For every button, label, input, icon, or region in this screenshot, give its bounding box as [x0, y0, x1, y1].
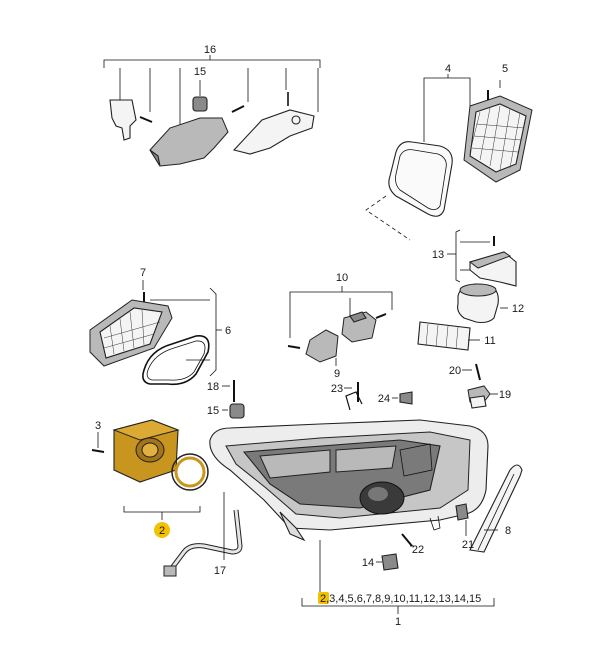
callout-1: 1 — [395, 616, 401, 628]
callout-7: 7 — [140, 267, 146, 279]
callout-21: 21 — [462, 539, 474, 551]
vent-hose-17 — [163, 492, 243, 577]
mesh-grid — [469, 105, 525, 171]
callout-17: 17 — [214, 565, 226, 577]
callout-14: 14 — [362, 557, 374, 569]
cover-group-4 — [365, 74, 533, 241]
callout-12: 12 — [512, 303, 524, 315]
callout-9: 9 — [334, 368, 340, 380]
callout-23: 23 — [331, 383, 343, 395]
callout-8: 8 — [505, 525, 511, 537]
callout-3: 3 — [95, 420, 101, 432]
callout-5: 5 — [502, 63, 508, 75]
bracket-group-16 — [103, 55, 321, 167]
callout-15-top: 15 — [194, 66, 206, 78]
callout-2: 2 — [159, 525, 165, 537]
adjuster-group-10 — [287, 286, 393, 366]
callout-2-highlight — [154, 522, 170, 538]
parts-list: 2,3,4,5,6,7,8,9,10,11,12,13,14,15 — [320, 593, 481, 605]
callout-10: 10 — [336, 272, 348, 284]
callout-20: 20 — [449, 365, 461, 377]
callout-6: 6 — [225, 325, 231, 337]
callout-19: 19 — [499, 389, 511, 401]
trim-strip-8 — [469, 464, 523, 553]
callout-18: 18 — [207, 381, 219, 393]
assembly-callout-1 — [301, 540, 495, 614]
callout-22: 22 — [412, 544, 424, 556]
left-cover-group-6 — [89, 280, 222, 386]
parts-list-rest: ,3,4,5,6,7,8,9,10,11,12,13,14,15 — [326, 593, 481, 605]
callout-24: 24 — [378, 393, 390, 405]
callout-15-left: 15 — [207, 405, 219, 417]
callout-11: 11 — [484, 335, 495, 347]
callout-1-highlight — [318, 592, 329, 604]
part-group-13-12-11 — [417, 229, 517, 351]
parts-21-22-14 — [376, 503, 469, 571]
small-parts-18-23-24-15 — [222, 380, 413, 419]
led-module-group-2 — [91, 419, 209, 538]
callout-4: 4 — [445, 63, 451, 75]
callout-13: 13 — [432, 249, 444, 261]
callout-16: 16 — [204, 44, 216, 56]
parts-list-highlight: 2 — [320, 593, 326, 605]
headlight-housing — [209, 391, 489, 542]
